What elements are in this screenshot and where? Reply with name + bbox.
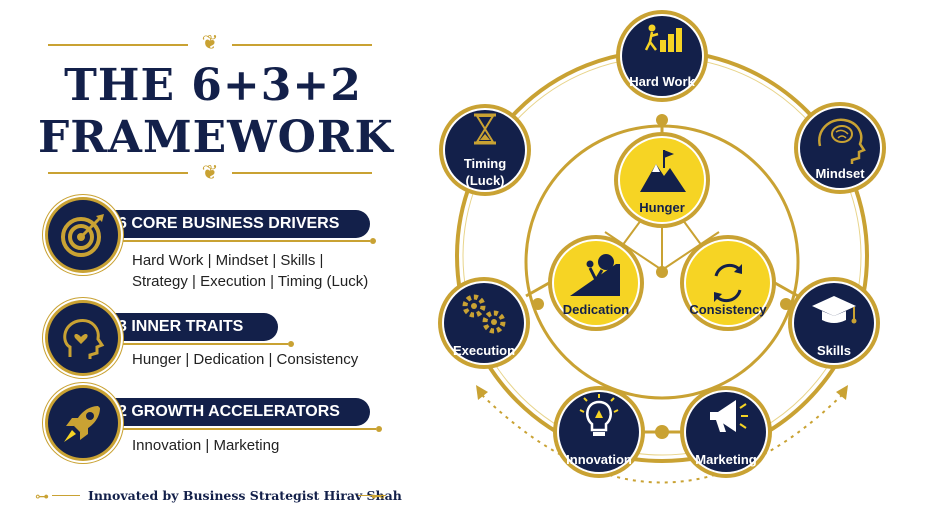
item-heading: 3 INNER TRAITS: [88, 313, 278, 341]
title-line-2: FRAMEWORK: [38, 112, 394, 163]
connector-dot: [532, 298, 544, 310]
left-panel: ❦ THE 6+3+2 FRAMEWORK ❦ 6 CORE BUSINESS …: [0, 0, 420, 529]
connector: [661, 231, 720, 271]
mountain-flag-icon: [640, 150, 686, 192]
arrow-icon: [476, 385, 488, 400]
node-marketing: Marketing: [680, 386, 772, 478]
brain-icon: [818, 118, 866, 164]
target-icon: [48, 200, 118, 270]
node-execution: Execution: [438, 277, 530, 369]
node-hard-work: Hard Work: [616, 10, 708, 102]
node-label: Hunger: [639, 200, 685, 215]
divider: [48, 172, 188, 174]
graduation-cap-icon: [812, 296, 857, 324]
framework-diagram: Hard Work Mindset Skills: [438, 10, 886, 484]
node-label: Consistency: [689, 302, 767, 317]
node-timing: Timing (Luck): [439, 104, 531, 196]
center-dot: [656, 266, 668, 278]
item-text: Hunger | Dedication | Consistency: [132, 351, 359, 368]
node-consistency: Consistency: [680, 235, 776, 331]
divider: [52, 495, 80, 496]
climber-icon: [644, 24, 682, 52]
footer-credit: Innovated by Business Strategist Hirav S…: [88, 488, 402, 503]
node-label: Execution: [453, 343, 515, 358]
connector-dot: [656, 114, 668, 126]
item-text: Strategy | Execution | Timing (Luck): [132, 273, 369, 290]
divider-dot: [370, 238, 376, 244]
node-label: Mindset: [815, 166, 865, 181]
connector: [604, 231, 663, 271]
rocket-icon: [48, 388, 118, 458]
lightbulb-icon: [579, 394, 619, 436]
node-hunger: Hunger: [614, 132, 710, 228]
node-dedication: Dedication: [548, 235, 644, 331]
node-innovation: Innovation: [553, 386, 645, 478]
divider: [110, 240, 370, 242]
connector: [774, 281, 799, 298]
head-heart-icon: [48, 303, 118, 373]
flourish-icon: ⊶: [35, 488, 49, 504]
flourish-icon: ❦: [201, 32, 219, 54]
arrow-icon: [836, 385, 848, 400]
connector-dot: [780, 298, 792, 310]
gears-icon: [462, 294, 506, 334]
divider: [110, 343, 288, 345]
divider: [232, 44, 372, 46]
accelerator-arc: [481, 394, 843, 484]
node-label: Skills: [817, 343, 851, 358]
megaphone-icon: [710, 400, 748, 432]
item-text: Hard Work | Mindset | Skills |: [132, 252, 324, 269]
flourish-icon: ⊷: [371, 488, 385, 504]
node-label: Dedication: [563, 302, 630, 317]
cycle-arrows-icon: [714, 263, 742, 303]
item-heading: 2 GROWTH ACCELERATORS: [88, 398, 370, 426]
flourish-icon: ❦: [201, 162, 219, 184]
divider: [48, 44, 188, 46]
node-label: (Luck): [466, 173, 505, 188]
node-mindset: Mindset: [794, 102, 886, 194]
hourglass-icon: [474, 113, 496, 145]
node-label: Hard Work: [629, 74, 695, 89]
connector: [525, 281, 550, 298]
divider: [358, 495, 386, 496]
divider-dot: [376, 426, 382, 432]
node-label: Innovation: [566, 452, 632, 467]
connector-dot: [655, 425, 669, 439]
pushing-boulder-icon: [570, 254, 620, 296]
divider: [232, 172, 372, 174]
item-text: Innovation | Marketing: [132, 437, 280, 454]
node-label: Timing: [464, 156, 506, 171]
title-line-1: THE 6+3+2: [64, 60, 362, 111]
node-label: Marketing: [695, 452, 756, 467]
node-skills: Skills: [788, 277, 880, 369]
item-heading: 6 CORE BUSINESS DRIVERS: [88, 210, 370, 238]
divider-dot: [288, 341, 294, 347]
divider: [110, 428, 376, 430]
